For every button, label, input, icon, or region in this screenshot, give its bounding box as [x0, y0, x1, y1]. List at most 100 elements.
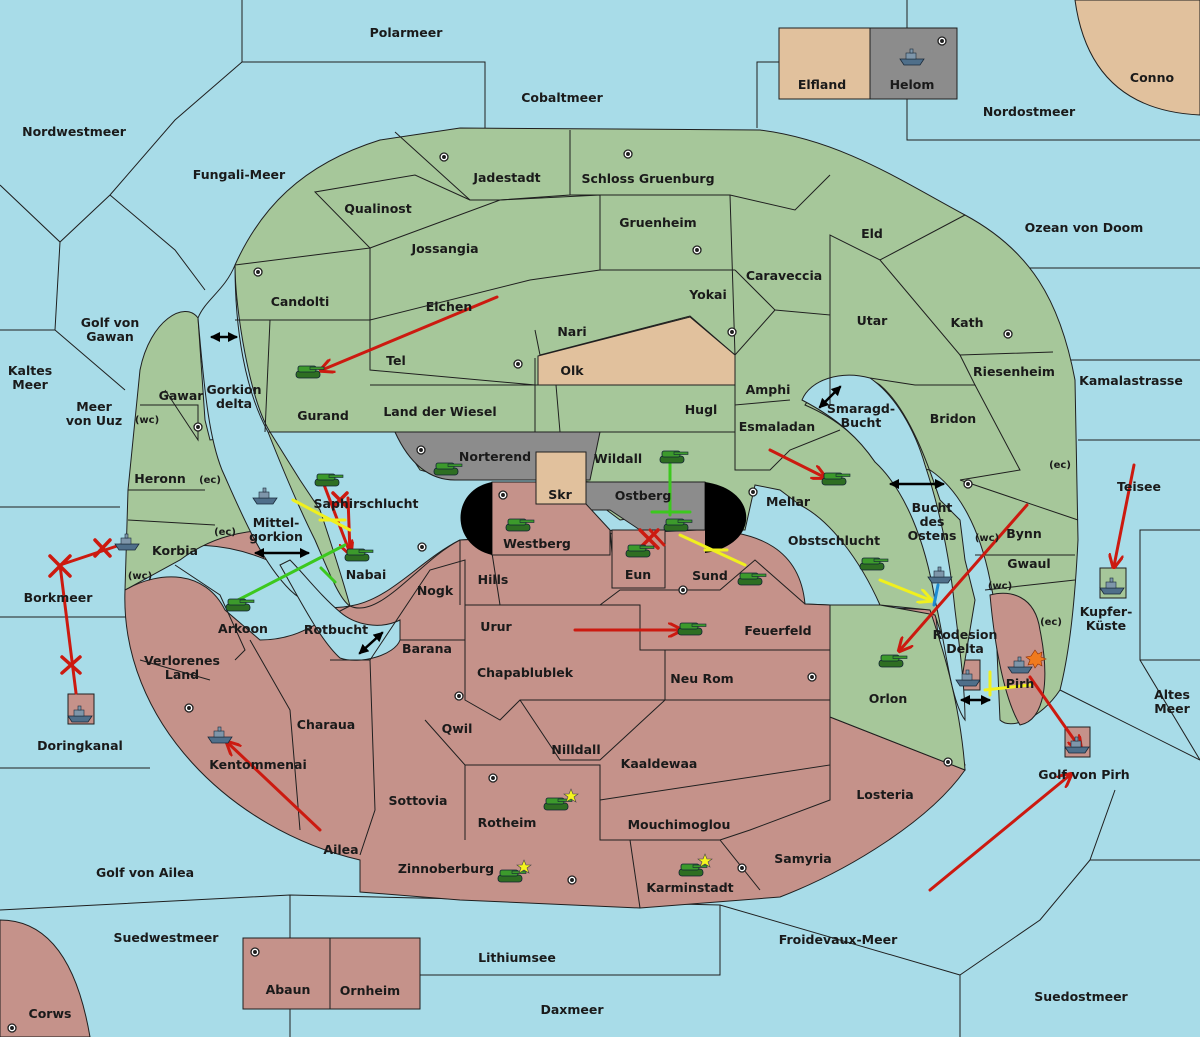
label-pirh: Pirh [1006, 676, 1035, 691]
label-smaragd-2: Bucht [841, 415, 882, 430]
label-rotbucht: Rotbucht [304, 622, 368, 637]
label-rotheim: Rotheim [478, 815, 537, 830]
label-bucht-3: Ostens [908, 528, 957, 543]
orders [48, 295, 1136, 892]
region-westberg[interactable] [491, 481, 611, 556]
label-nordwestmeer: Nordwestmeer [22, 124, 127, 139]
label-ozean: Ozean von Doom [1025, 220, 1144, 235]
label-gruenheim: Gruenheim [619, 215, 696, 230]
tank-icon [663, 518, 693, 532]
star-icon [697, 853, 713, 868]
label-yokai: Yokai [688, 287, 727, 302]
label-tel: Tel [386, 353, 406, 368]
tank-icon [295, 365, 325, 379]
label-hugl: Hugl [685, 402, 718, 417]
label-ec-ring: (ec) [1049, 460, 1071, 471]
label-kentommenai: Kentommenai [209, 757, 307, 772]
label-mittel-2: gorkion [249, 529, 303, 544]
label-wc-korbia: (wc) [128, 571, 152, 582]
label-korbia: Korbia [152, 543, 198, 558]
label-kupfer-2: Küste [1086, 618, 1126, 633]
star-icon [516, 859, 532, 874]
label-gwaul: Gwaul [1007, 556, 1050, 571]
region-pirh[interactable] [989, 592, 1046, 726]
label-wc-bynn: (wc) [975, 533, 999, 544]
label-ostberg: Ostberg [615, 488, 672, 503]
region-eun[interactable] [611, 529, 666, 589]
label-mouchimoglou: Mouchimoglou [628, 817, 731, 832]
label-qwil: Qwil [442, 721, 473, 736]
label-elfland: Elfland [798, 77, 846, 92]
tank-icon [737, 572, 767, 586]
tank-icon [344, 548, 374, 562]
label-verlorenes-1: Verlorenes [144, 653, 220, 668]
burst-icon [1025, 649, 1047, 669]
label-zinnoberburg: Zinnoberburg [398, 861, 494, 876]
label-wc-gwaul: (wc) [988, 581, 1012, 592]
central-lake-right [705, 482, 747, 553]
label-kamala: Kamalastrasse [1079, 373, 1183, 388]
label-altes-1: Altes [1154, 687, 1190, 702]
label-skr: Skr [548, 487, 572, 502]
label-gorkion-1: Gorkion [206, 382, 261, 397]
label-doringkanal: Doringkanal [37, 738, 123, 753]
tank-icon [505, 518, 535, 532]
label-sund: Sund [692, 568, 728, 583]
tank-icon [878, 654, 908, 668]
tank-icon [625, 544, 655, 558]
label-helom: Helom [890, 77, 935, 92]
label-feuerfeld: Feuerfeld [744, 623, 811, 638]
label-esmaladan: Esmaladan [739, 419, 815, 434]
region-elfland[interactable] [778, 27, 871, 100]
label-eld: Eld [861, 226, 883, 241]
label-westberg: Westberg [503, 536, 571, 551]
label-rodesion-2: Delta [946, 641, 984, 656]
label-bynn: Bynn [1006, 526, 1041, 541]
label-gurand: Gurand [297, 408, 349, 423]
label-meer-uuz-1: Meer [76, 399, 112, 414]
label-caraveccia: Caraveccia [746, 268, 822, 283]
label-golf-gawan-2: Gawan [86, 329, 134, 344]
tank-icon [821, 472, 851, 486]
label-teisee: Teisee [1117, 479, 1161, 494]
label-nordostmeer: Nordostmeer [983, 104, 1076, 119]
label-abaun: Abaun [266, 982, 311, 997]
label-ec-gwaul: (ec) [1040, 617, 1062, 628]
label-barana: Barana [402, 641, 452, 656]
label-polarmeer: Polarmeer [370, 25, 444, 40]
central-lake-left [460, 482, 492, 555]
label-obstschlucht: Obstschlucht [788, 533, 880, 548]
label-jossangia: Jossangia [410, 241, 478, 256]
label-charaua: Charaua [297, 717, 355, 732]
sea-gorkion-inlet [197, 264, 352, 609]
label-kupfer-1: Kupfer- [1080, 604, 1133, 619]
supply-centers [7, 36, 1013, 1033]
label-kath: Kath [951, 315, 984, 330]
label-schloss: Schloss Gruenburg [581, 171, 714, 186]
label-suedost: Suedostmeer [1034, 989, 1128, 1004]
region-olk[interactable] [537, 316, 736, 386]
label-orlon: Orlon [869, 691, 908, 706]
label-norterend: Norterend [459, 449, 531, 464]
label-gawar: Gawar [159, 388, 205, 403]
label-ailea: Ailea [323, 842, 358, 857]
label-ec-korbia: (ec) [214, 527, 236, 538]
label-chapa: Chapablublek [477, 665, 574, 680]
label-land-wiesel: Land der Wiesel [383, 404, 496, 419]
label-bucht-2: des [920, 514, 945, 529]
label-samyria: Samyria [774, 851, 832, 866]
label-nabai: Nabai [346, 567, 387, 582]
label-verlorenes-2: Land [165, 667, 199, 682]
label-mellar: Mellar [766, 494, 811, 509]
label-riesenheim: Riesenheim [973, 364, 1055, 379]
tank-icon [314, 473, 344, 487]
label-karminstadt: Karminstadt [646, 880, 733, 895]
label-daxmeer: Daxmeer [540, 1002, 604, 1017]
region-ornheim[interactable] [329, 937, 421, 1010]
label-lithium: Lithiumsee [478, 950, 556, 965]
label-eun: Eun [625, 567, 651, 582]
label-elchen: Elchen [426, 299, 473, 314]
label-candolti: Candolti [271, 294, 330, 309]
label-golf-pirh: Golf von Pirh [1038, 767, 1129, 782]
region-conno[interactable] [1074, 0, 1200, 116]
